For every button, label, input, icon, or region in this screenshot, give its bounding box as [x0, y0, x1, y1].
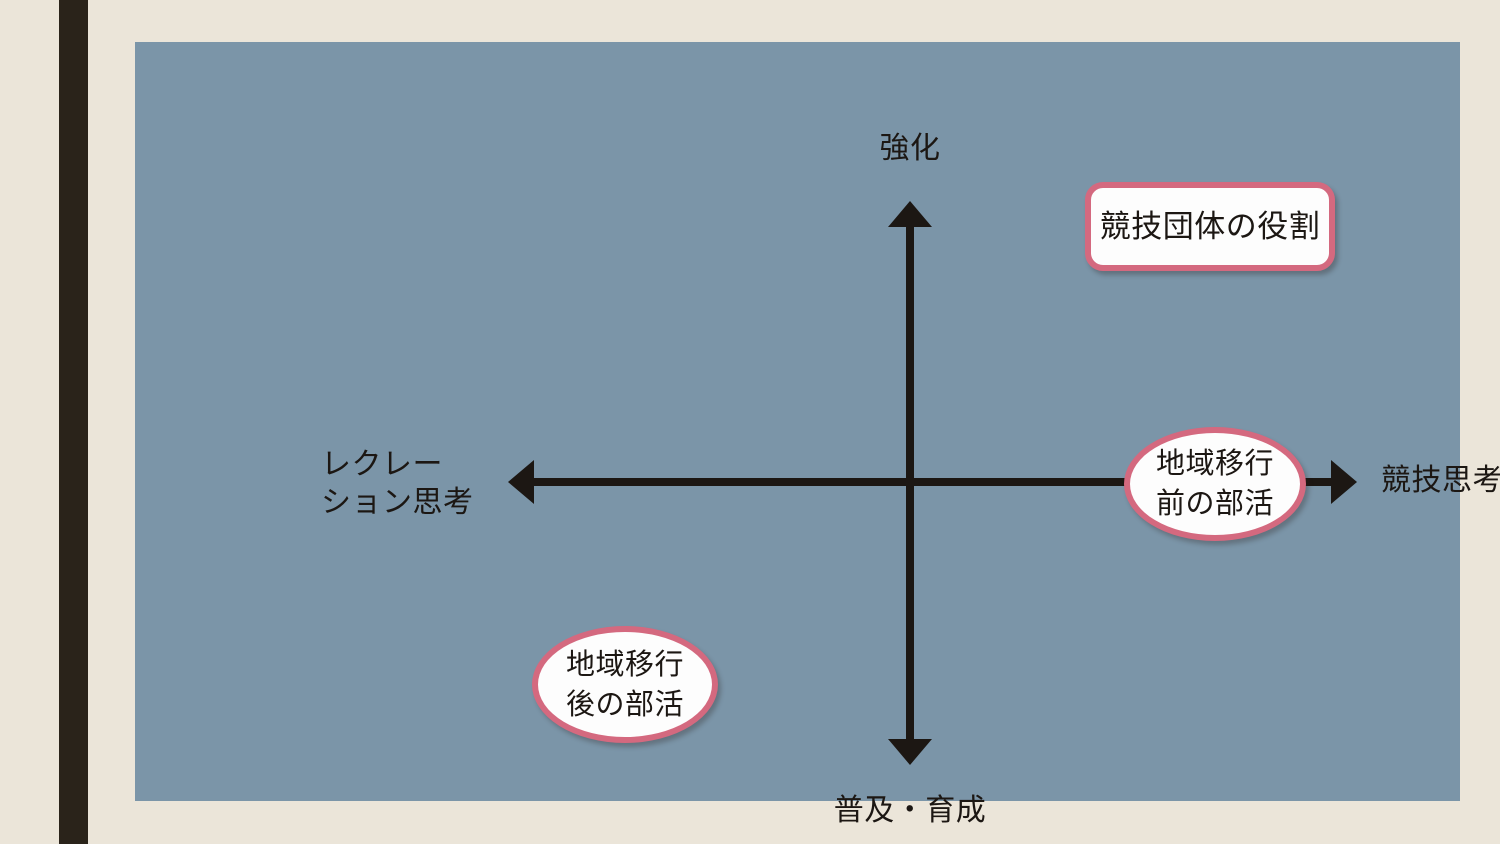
- axis-label-right: 競技思考: [1381, 464, 1500, 497]
- axis-label-bottom: 普及・育成: [833, 794, 987, 827]
- left-accent-bar: [59, 0, 88, 844]
- ellipse-club-after-transition[interactable]: 地域移行 後の部活: [532, 626, 718, 743]
- ellipse-before-transition-label: 地域移行 前の部活: [1155, 448, 1274, 520]
- arrow-right-icon: [1331, 460, 1357, 504]
- arrow-up-icon: [888, 201, 932, 227]
- vertical-axis-line: [906, 224, 914, 742]
- horizontal-axis-line: [531, 478, 1333, 486]
- arrow-left-icon: [508, 460, 534, 504]
- ellipse-after-transition-label: 地域移行 後の部活: [565, 648, 684, 721]
- callout-label: 競技団体の役割: [1099, 208, 1321, 244]
- callout-competitive-organization-role[interactable]: 競技団体の役割: [1085, 182, 1335, 271]
- axis-label-left: レクレー ション思考: [321, 448, 474, 519]
- arrow-down-icon: [888, 739, 932, 765]
- ellipse-club-before-transition[interactable]: 地域移行 前の部活: [1124, 427, 1306, 541]
- matrix-panel: 強化 普及・育成 レクレー ション思考 競技思考 競技団体の役割 地域移行 前の…: [135, 42, 1500, 827]
- axis-label-top: 強化: [879, 132, 941, 165]
